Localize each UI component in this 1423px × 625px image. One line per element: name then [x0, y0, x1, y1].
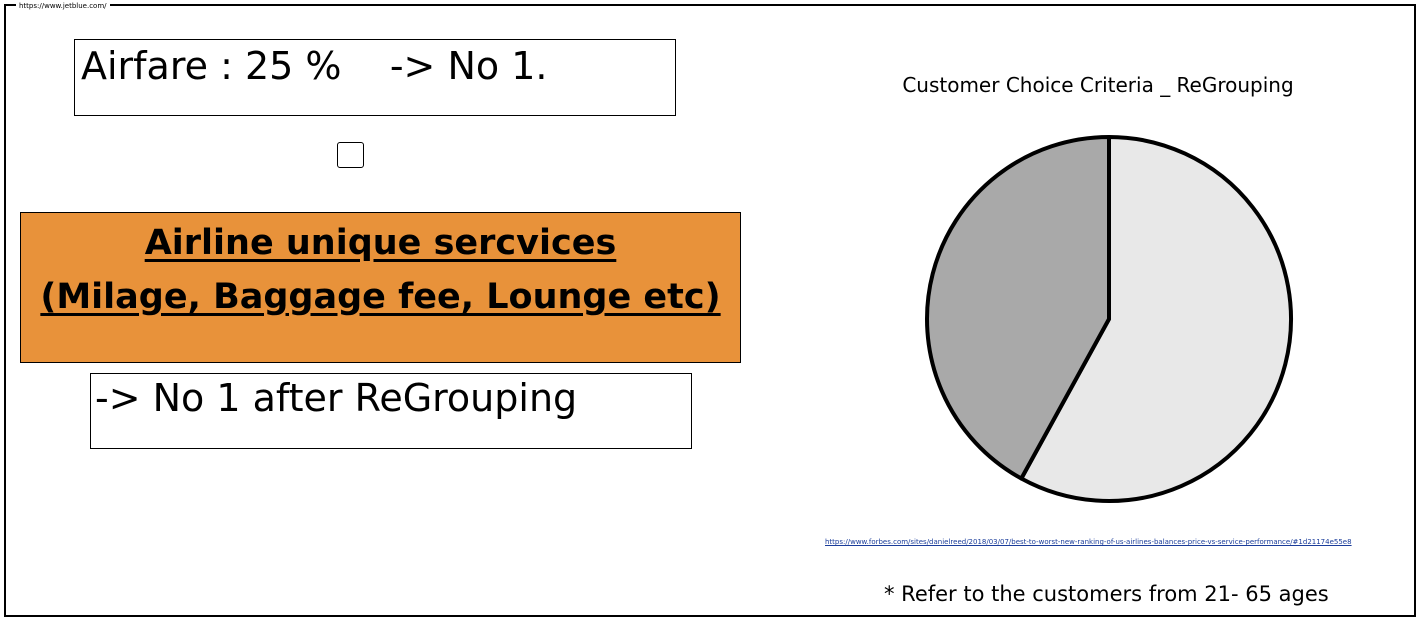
pie-slice-1 [1019, 135, 1293, 503]
unique-services-banner: Airline unique sercvices (Milage, Baggag… [20, 212, 741, 363]
checkbox[interactable] [337, 142, 364, 168]
url-label[interactable]: https://www.jetblue.com/ [16, 2, 110, 10]
chart-title: Customer Choice Criteria _ ReGrouping [902, 73, 1294, 97]
regroup-box: -> No 1 after ReGrouping [90, 373, 692, 449]
mockup-frame: https://www.jetblue.com/ Airfare : 25 % … [4, 2, 1416, 617]
regroup-text: -> No 1 after ReGrouping [95, 376, 578, 420]
pie-slice-2 [925, 135, 1111, 481]
pie-chart [925, 135, 1293, 503]
unique-services-subtitle: (Milage, Baggage fee, Lounge etc) [40, 277, 721, 317]
source-link[interactable]: https://www.forbes.com/sites/danielreed/… [825, 538, 1352, 546]
unique-services-title: Airline unique sercvices [144, 223, 617, 263]
airfare-text: Airfare : 25 % -> No 1. [81, 44, 548, 88]
airfare-box: Airfare : 25 % -> No 1. [74, 39, 676, 116]
footnote: * Refer to the customers from 21- 65 age… [884, 582, 1329, 606]
